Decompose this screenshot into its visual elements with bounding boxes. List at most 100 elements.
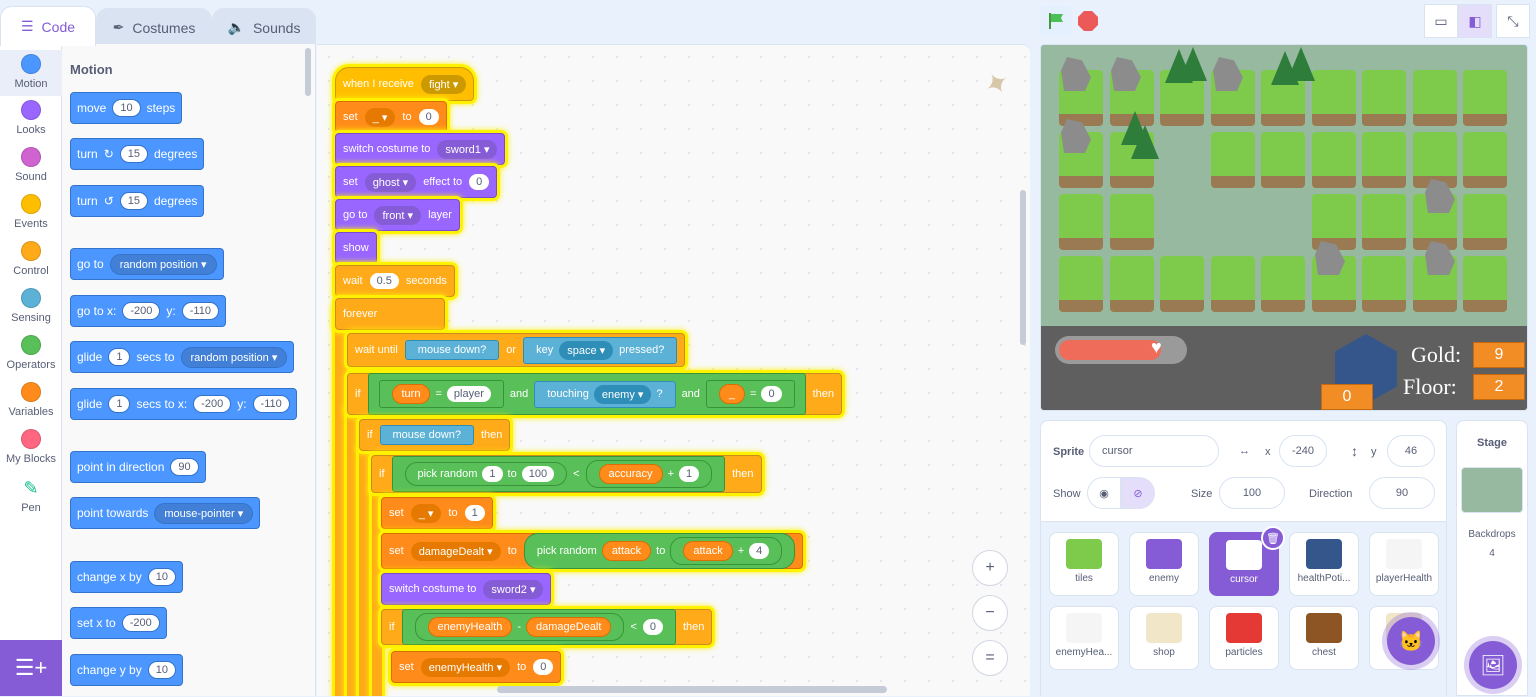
add-extension-button[interactable]: ☰+ [0, 640, 62, 696]
operator-equals[interactable]: _=0 [705, 380, 795, 408]
x-input[interactable]: -240 [1279, 435, 1327, 467]
size-input[interactable]: 100 [1219, 477, 1285, 509]
block-set-variable[interactable]: set_to1 [381, 497, 493, 529]
dropdown-variable[interactable]: _ [364, 107, 396, 127]
sprite-tile-enemy[interactable]: enemy [1129, 532, 1199, 596]
input-value[interactable]: player [446, 386, 491, 402]
variable-damage-dealt[interactable]: damageDealt [526, 617, 612, 637]
sprite-tile-healthpoti[interactable]: healthPoti... [1289, 532, 1359, 596]
operator-subtract[interactable]: enemyHealth-damageDealt [414, 613, 625, 641]
sprite-tile-shop[interactable]: shop [1129, 606, 1199, 670]
stage-canvas[interactable]: ♥ Gold: 9 Floor: 2 0 [1040, 44, 1528, 411]
input-degrees[interactable]: 15 [119, 192, 148, 210]
sprite-tile-cursor[interactable]: cursor🗑 [1209, 526, 1285, 596]
dropdown-variable[interactable]: damageDealt [410, 541, 501, 561]
dropdown-target[interactable]: random position [109, 253, 217, 275]
block-set-damage[interactable]: setdamageDealttopick randomattacktoattac… [381, 533, 804, 569]
variable-enemy-health[interactable]: enemyHealth [427, 617, 513, 637]
dropdown-effect[interactable]: ghost [364, 172, 417, 192]
category-looks[interactable]: Looks [0, 100, 62, 136]
input-value[interactable]: 10 [147, 568, 176, 586]
sprite-tile-chest[interactable]: chest [1289, 606, 1359, 670]
input-secs[interactable]: 1 [108, 348, 131, 366]
show-hidden-button[interactable]: ⊘ [1121, 477, 1155, 509]
dropdown-layer[interactable]: front [374, 205, 422, 225]
tab-sounds[interactable]: 🔈Sounds [212, 8, 316, 46]
direction-input[interactable]: 90 [1369, 477, 1435, 509]
input-y[interactable]: -110 [181, 302, 219, 320]
sensing-key-pressed[interactable]: keyspacepressed? [523, 336, 678, 364]
delete-sprite-button[interactable]: 🗑 [1261, 526, 1285, 550]
category-pen[interactable]: ✎Pen [0, 478, 62, 514]
choose-backdrop-button[interactable]: 🖼 [1469, 641, 1517, 689]
dropdown-costume[interactable]: sword1 [437, 139, 498, 159]
input-direction[interactable]: 90 [170, 458, 199, 476]
input-steps[interactable]: 10 [112, 99, 141, 117]
category-events[interactable]: Events [0, 194, 62, 230]
dropdown-touching[interactable]: enemy [593, 384, 652, 404]
category-operators[interactable]: Operators [0, 335, 62, 371]
dropdown-message[interactable]: fight [420, 74, 467, 94]
operator-less-than[interactable]: enemyHealth-damageDealt<0 [401, 609, 676, 645]
block-go-to-layer[interactable]: go tofrontlayer [335, 199, 460, 231]
input-x[interactable]: -200 [193, 395, 232, 413]
input-value[interactable]: 0 [761, 386, 782, 402]
input-value[interactable]: 0 [642, 619, 663, 635]
zoom-reset-button[interactable]: = [972, 640, 1008, 676]
dropdown-key[interactable]: space [559, 340, 614, 360]
green-flag-button[interactable] [1040, 6, 1072, 36]
input-value[interactable]: 1 [464, 505, 485, 521]
operator-equals[interactable]: turn=player [378, 380, 504, 408]
block-set-x[interactable]: set x to-200 [70, 607, 167, 639]
variable-accuracy[interactable]: accuracy [598, 464, 663, 484]
zoom-in-button[interactable]: + [972, 550, 1008, 586]
dropdown-variable[interactable]: enemyHealth [420, 657, 511, 677]
input-value[interactable]: 0 [533, 659, 554, 675]
category-sound[interactable]: Sound [0, 147, 62, 183]
dropdown-target[interactable]: random position [180, 346, 288, 368]
script-horizontal-scrollbar[interactable] [497, 686, 887, 693]
sprite-tile-enemyhea[interactable]: enemyHea... [1049, 606, 1119, 670]
input-value[interactable]: 0 [418, 109, 439, 125]
input-from[interactable]: 1 [482, 466, 503, 482]
tab-code[interactable]: ☰Code [0, 6, 96, 46]
category-sensing[interactable]: Sensing [0, 288, 62, 324]
input-secs[interactable]: 1 [108, 395, 131, 413]
input-x[interactable]: -200 [122, 302, 161, 320]
category-variables[interactable]: Variables [0, 382, 62, 418]
palette-scrollbar[interactable] [305, 48, 311, 96]
variable-turn[interactable]: turn [391, 384, 431, 404]
category-control[interactable]: Control [0, 241, 62, 277]
block-set-effect[interactable]: setghosteffect to0 [335, 166, 498, 198]
zoom-out-button[interactable]: − [972, 595, 1008, 631]
sensing-mouse-down[interactable]: mouse down? [379, 425, 474, 445]
input-value[interactable]: 1 [679, 466, 700, 482]
variable-attack[interactable]: attack [601, 541, 652, 561]
choose-sprite-button[interactable]: 🐱 [1387, 617, 1435, 665]
small-stage-button[interactable]: ▭ [1424, 4, 1458, 38]
sprite-tile-particles[interactable]: particles [1209, 606, 1279, 670]
sprite-tile-tiles[interactable]: tiles [1049, 532, 1119, 596]
operator-add[interactable]: attack+4 [670, 537, 783, 565]
